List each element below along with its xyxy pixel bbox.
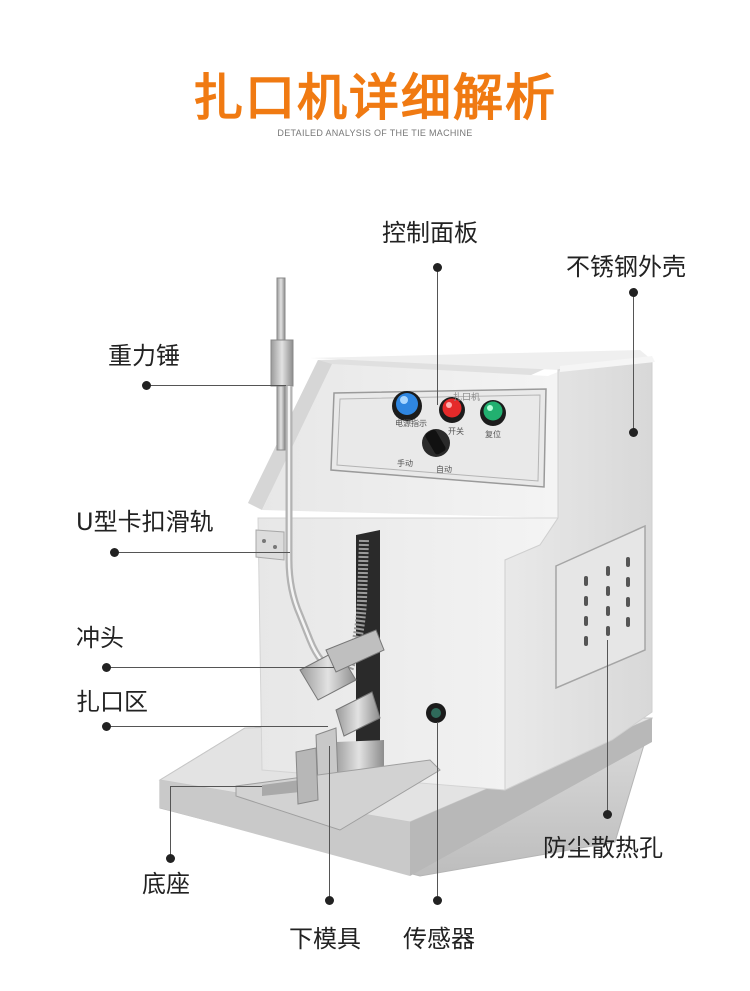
label-stainless-shell: 不锈钢外壳 (566, 253, 686, 281)
punch-mechanism (299, 629, 385, 787)
leader-control-panel (437, 267, 438, 405)
page-subtitle: DETAILED ANALYSIS OF THE TIE MACHINE (277, 128, 473, 138)
manual-label: 手动 (397, 458, 413, 468)
nameplate-text: 扎口机 (453, 391, 480, 403)
label-lower-die: 下模具 (289, 925, 361, 953)
dot-base (166, 854, 175, 863)
label-sensor: 传感器 (403, 925, 475, 953)
leader-gravity-hammer (146, 385, 286, 386)
label-u-rail: U型卡扣滑轨 (76, 508, 214, 536)
dot-sensor (433, 896, 442, 905)
label-punch: 冲头 (76, 624, 124, 652)
leader-stainless-shell (633, 292, 634, 432)
label-dust-vents: 防尘散热孔 (543, 834, 663, 862)
leader-tie-area (106, 726, 328, 727)
dot-control-panel (433, 263, 442, 272)
page-title: 扎口机详细解析 (193, 69, 557, 127)
label-base: 底座 (142, 870, 190, 898)
leader-punch (106, 667, 334, 668)
dot-lower-die (325, 896, 334, 905)
dot-tie-area (102, 722, 111, 731)
leader-base-h (170, 786, 262, 787)
leader-base-v (170, 786, 171, 858)
sensor-device (426, 703, 446, 723)
dot-u-rail (110, 548, 119, 557)
leader-sensor (437, 722, 438, 896)
dot-stainless-shell (629, 288, 638, 297)
lower-die-plate (235, 747, 441, 831)
dot-punch (102, 663, 111, 672)
label-tie-area: 扎口区 (76, 688, 148, 716)
leader-dust-vents (607, 640, 608, 814)
dot-stainless-shell-end (629, 428, 638, 437)
dot-gravity-hammer (142, 381, 151, 390)
dust-vent-panel (555, 524, 646, 690)
reset-label: 复位 (485, 429, 501, 439)
label-control-panel: 控制面板 (382, 219, 478, 247)
auto-label: 自动 (436, 464, 452, 474)
label-gravity-hammer: 重力锤 (108, 342, 180, 370)
leader-lower-die (329, 746, 330, 898)
switch-label: 开关 (448, 426, 464, 436)
power-indicator-label: 电源指示 (395, 418, 427, 428)
leader-u-rail (114, 552, 290, 553)
rail-bracket (255, 529, 285, 561)
dot-dust-vents (603, 810, 612, 819)
control-panel: 电源指示 开关 复位 手动 自动 扎口机 (330, 388, 547, 488)
